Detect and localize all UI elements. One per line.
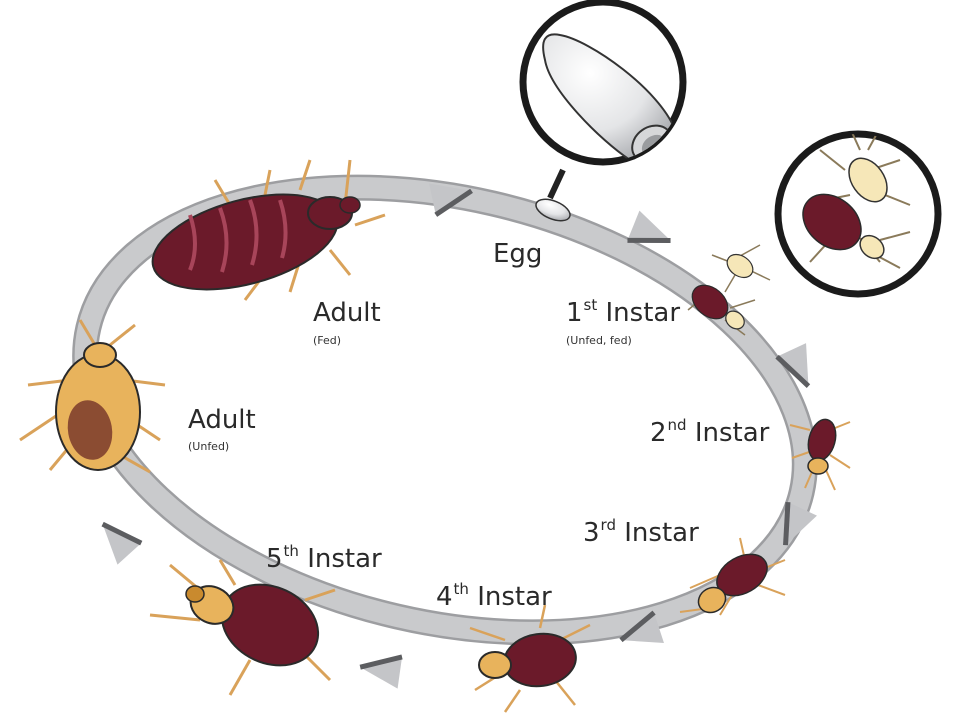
instar3-text: Instar [624, 518, 699, 548]
instar2-label: 2nd Instar [650, 420, 769, 446]
bed-bug-icon [20, 320, 165, 472]
instar4-ordinal: 4 [436, 582, 453, 612]
instar1-text: Instar [606, 298, 681, 328]
bed-bug-icon [686, 245, 770, 335]
instar4-text: Instar [477, 582, 552, 612]
instar4-label: 4th Instar [436, 584, 552, 610]
instar5-text: Instar [307, 544, 382, 574]
instar2-ordinal: 2 [650, 418, 667, 448]
adult-fed-label: Adult [313, 300, 381, 326]
instar2-suffix: nd [668, 416, 687, 434]
instar1-label: 1st Instar [566, 300, 680, 326]
instar5-suffix: th [284, 542, 299, 560]
adult-unfed-label: Adult [188, 407, 256, 433]
instar4-suffix: th [454, 580, 469, 598]
bed-bug-icon [142, 160, 385, 307]
cycle-arrow-icon [91, 513, 142, 564]
instar3-label: 3rd Instar [583, 520, 699, 546]
instar2-text: Instar [695, 418, 770, 448]
nymph-zoom-icon [778, 128, 938, 294]
adult-fed-note: (Fed) [313, 334, 341, 347]
instar5-ordinal: 5 [266, 544, 283, 574]
instar5-label: 5th Instar [266, 546, 382, 572]
egg-label: Egg [493, 241, 542, 267]
instar1-note: (Unfed, fed) [566, 334, 632, 347]
adult-unfed-note: (Unfed) [188, 440, 229, 453]
instar1-ordinal: 1 [566, 298, 583, 328]
cycle-arrow-icon [358, 651, 402, 688]
instar1-suffix: st [584, 296, 598, 314]
instar3-suffix: rd [601, 516, 616, 534]
egg-zoom-icon [523, 2, 683, 225]
instar3-ordinal: 3 [583, 518, 600, 548]
